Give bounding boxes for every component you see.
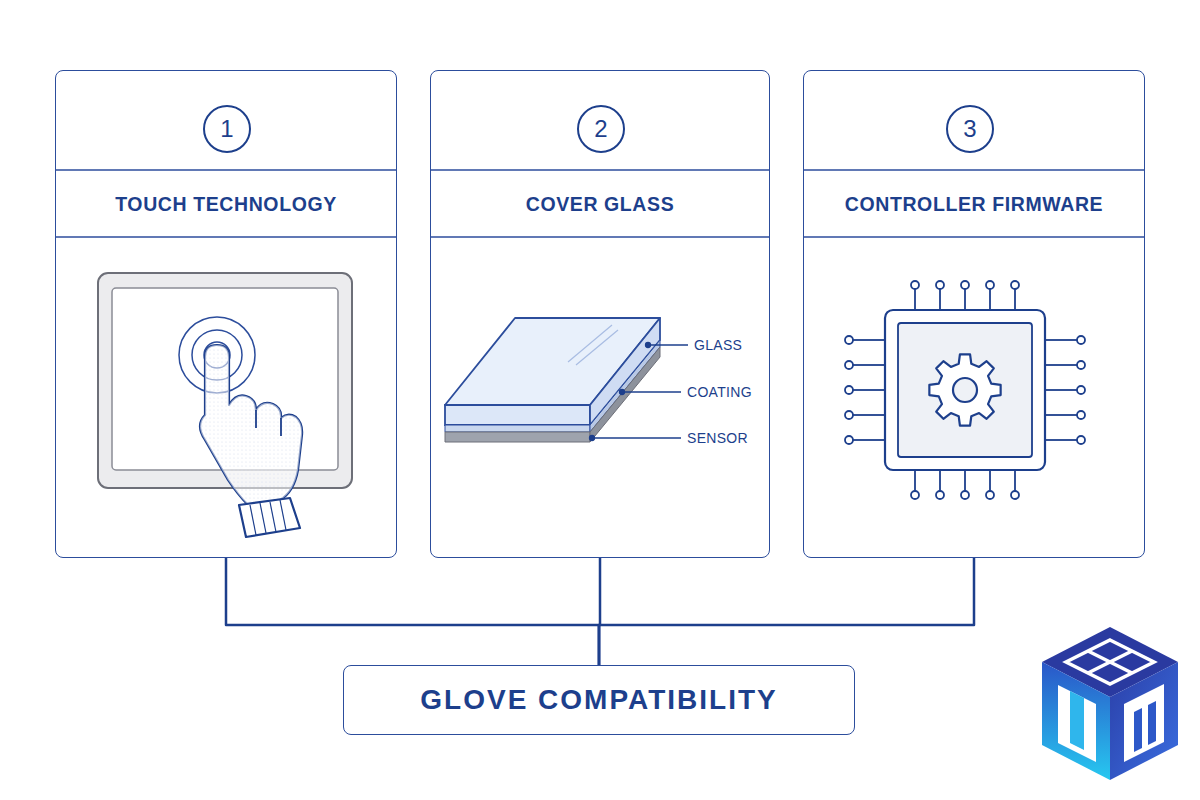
section-panel: TOUCH TECHNOLOGY 1 — [55, 70, 397, 558]
bracket-connector — [226, 558, 599, 665]
step-number: 2 — [576, 104, 626, 154]
step-number-text: 2 — [576, 104, 626, 154]
tablet-illustration — [98, 273, 352, 537]
panel-divider — [56, 170, 1144, 237]
section-panel: COVER GLASS 2 — [430, 70, 770, 558]
result-label: GLOVE COMPATIBILITY — [420, 684, 777, 716]
chip-illustration — [845, 281, 1085, 499]
section-title: TOUCH TECHNOLOGY — [56, 171, 396, 238]
step-number-text: 1 — [202, 104, 252, 154]
section-panel: CONTROLLER FIRMWARE 3 — [803, 70, 1145, 558]
result-box: GLOVE COMPATIBILITY — [343, 665, 855, 735]
section-title: COVER GLASS — [431, 171, 769, 238]
leader-line — [590, 343, 689, 441]
part-label: SENSOR — [687, 430, 748, 446]
step-number-text: 3 — [945, 104, 995, 154]
step-number: 1 — [202, 104, 252, 154]
logo — [1042, 627, 1178, 780]
section-title: CONTROLLER FIRMWARE — [804, 171, 1144, 238]
part-label: COATING — [687, 384, 752, 400]
bracket-connector — [599, 558, 974, 665]
step-number: 3 — [945, 104, 995, 154]
cover-glass-illustration — [445, 318, 688, 442]
part-label: GLASS — [694, 337, 742, 353]
